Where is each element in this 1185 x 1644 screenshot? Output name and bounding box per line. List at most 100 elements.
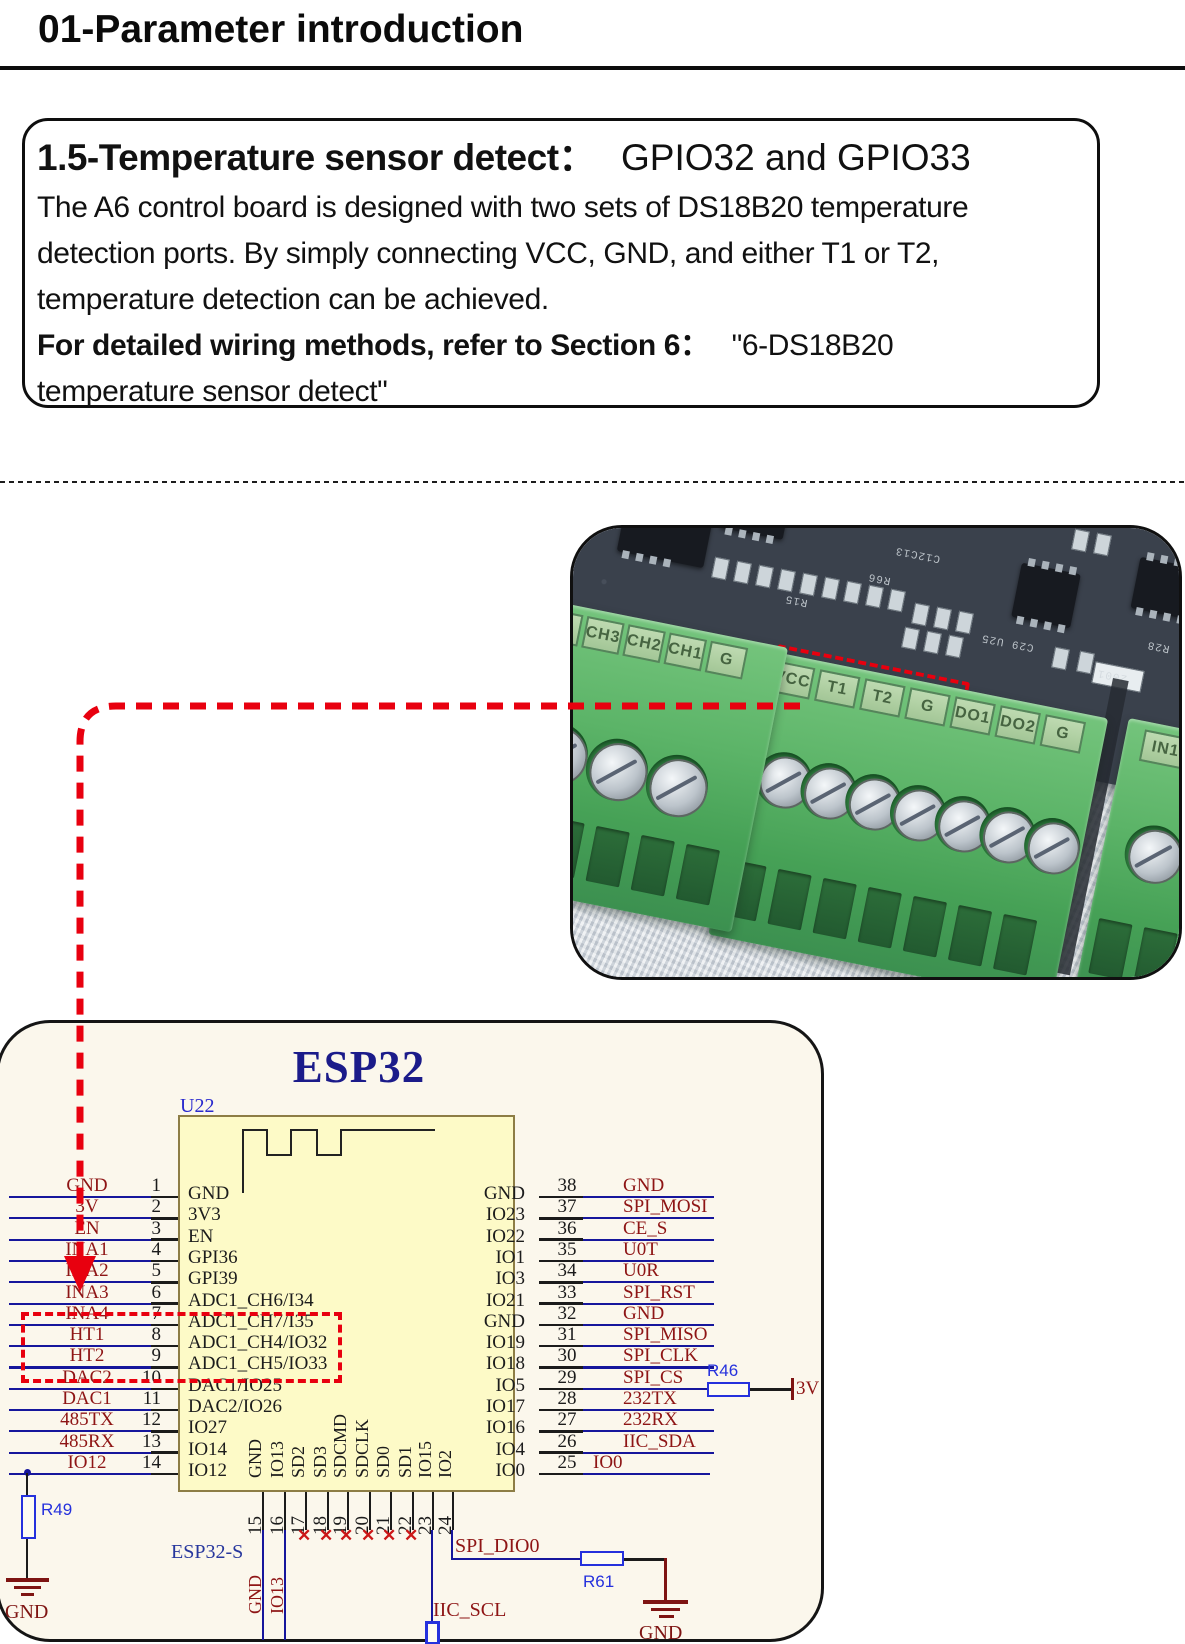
pin-inner-label: ADC1_CH5/IO33 [188,1353,328,1375]
page-title: 01-Parameter introduction [38,8,524,51]
pin-inner-label: IO2 [435,1450,455,1478]
pin-wire-left [9,1366,178,1369]
ic-leg [1176,615,1179,625]
pin-wire-left [9,1430,178,1433]
pin-number: 29 [557,1366,577,1388]
pin-wire-left [9,1472,178,1476]
chip-name-label: ESP32-S [171,1541,244,1563]
pin-inner-label: 3V3 [188,1204,221,1226]
pin-number: 15 [245,1516,266,1535]
pin-inner-label: ADC1_CH7/I35 [188,1310,314,1332]
pin-inner-label: SDCMD [330,1413,350,1478]
pin-inner-label: GPI39 [188,1268,238,1290]
gnd-symbol [6,1578,49,1582]
resistor-label-r49: R49 [41,1500,73,1519]
pin-number: 3 [151,1217,162,1239]
pin-number: 23 [415,1516,436,1535]
info-box: 1.5-Temperature sensor detect： GPIO32 and… [22,118,1100,408]
info-note-bold: For detailed wiring methods, refer to Se… [37,329,710,362]
pin-wire-right [539,1281,714,1284]
ic-leg [1027,557,1036,568]
pin-number: 9 [151,1345,162,1367]
info-heading-normal: GPIO32 and GPIO33 [621,137,971,178]
ic-chip [1011,557,1081,634]
pin-wire-right [539,1366,714,1369]
pin-wire-left [9,1387,178,1390]
gnd-symbol [659,1615,674,1618]
gnd-symbol [651,1608,680,1611]
separator-dashed-line [0,481,1185,483]
pin-inner-label: IO21 [485,1289,525,1311]
pin-outer-label: 485TX [60,1409,114,1431]
pin-wire-left [9,1323,178,1326]
pin-inner-label: IO18 [485,1353,525,1375]
wire-gnd-long [262,1530,265,1640]
pin-stub-bottom [390,1492,393,1530]
pin-stub-left [151,1366,178,1369]
pin-stub-left [151,1430,178,1433]
wire-r61-gnd [624,1558,667,1561]
schematic-title: ESP32 [292,1042,426,1092]
pin-wire-right [539,1409,714,1412]
pin-stub-bottom [432,1492,435,1530]
pin-inner-label: SD3 [310,1445,330,1478]
pin-inner-label: SD1 [395,1445,415,1478]
pin-number: 24 [435,1516,456,1535]
info-heading-bold: 1.5-Temperature sensor detect： [37,137,596,178]
pin-number: 38 [557,1175,577,1196]
pin-wire-right [539,1387,731,1390]
pin-inner-label: IO3 [495,1268,525,1290]
pin-outer-label: 232RX [623,1409,678,1431]
pin-outer-label: IO0 [593,1451,623,1473]
pin-stub-right [539,1387,583,1391]
pin-number: 8 [151,1324,162,1346]
power-3v-bar [791,1378,794,1400]
resistor-r61 [580,1551,624,1566]
pin-outer-label: SPI_RST [623,1281,695,1303]
no-connect-x: ✕ [297,1526,312,1545]
pin-outer-label: DAC1 [62,1388,112,1409]
pin-stub-right [539,1259,583,1263]
pin-stub-right [539,1408,583,1412]
pin-inner-label: IO23 [485,1204,525,1226]
pin-inner-label: SDCLK [352,1418,372,1478]
info-body-line: The A6 control board is designed with tw… [37,191,969,224]
resistor-r49 [21,1495,36,1539]
no-connect-x: ✕ [404,1526,419,1545]
pin-number: 13 [142,1430,161,1452]
gnd-symbol [21,1593,34,1596]
pin-inner-label: IO15 [415,1441,435,1478]
pin-inner-label: IO22 [485,1225,525,1247]
pin-inner-label: IO16 [485,1417,525,1439]
info-note-line2: temperature sensor detect" [37,375,388,408]
pin-stub-right [539,1430,583,1433]
pin-number: 31 [557,1324,577,1346]
wire-io12-r49 [26,1473,29,1496]
pin-wire-right [539,1472,710,1476]
info-body-line: temperature detection can be achieved. [37,283,549,316]
pin-outer-label: GND [623,1302,665,1324]
pin-inner-label: IO0 [495,1459,525,1481]
pin-inner-label: IO4 [495,1438,525,1460]
ic-leg [1054,563,1064,573]
pin-inner-label: GND [188,1183,230,1204]
pin-stub-bottom [412,1492,415,1530]
pin-wire-right [539,1302,714,1305]
pin-inner-label: IO19 [485,1332,525,1354]
pin-wire-left [9,1409,178,1412]
pin-stub-bottom [369,1492,372,1530]
ic-chip [1130,552,1179,625]
pin-outer-label: SPI_CLK [623,1345,698,1367]
wire-spi-dio0 [451,1558,581,1561]
resistor-r46 [707,1382,750,1397]
no-connect-x: ✕ [319,1526,334,1545]
ic-leg [1068,566,1078,576]
gnd-symbol [14,1586,41,1589]
net-label-iic-scl: IIC_SCL [433,1599,507,1621]
pin-number: 16 [267,1516,288,1535]
pin-stub-right [539,1366,583,1369]
pin-number: 6 [151,1281,162,1303]
pin-inner-label: SD2 [288,1445,308,1478]
pin-stub-left [151,1387,178,1391]
